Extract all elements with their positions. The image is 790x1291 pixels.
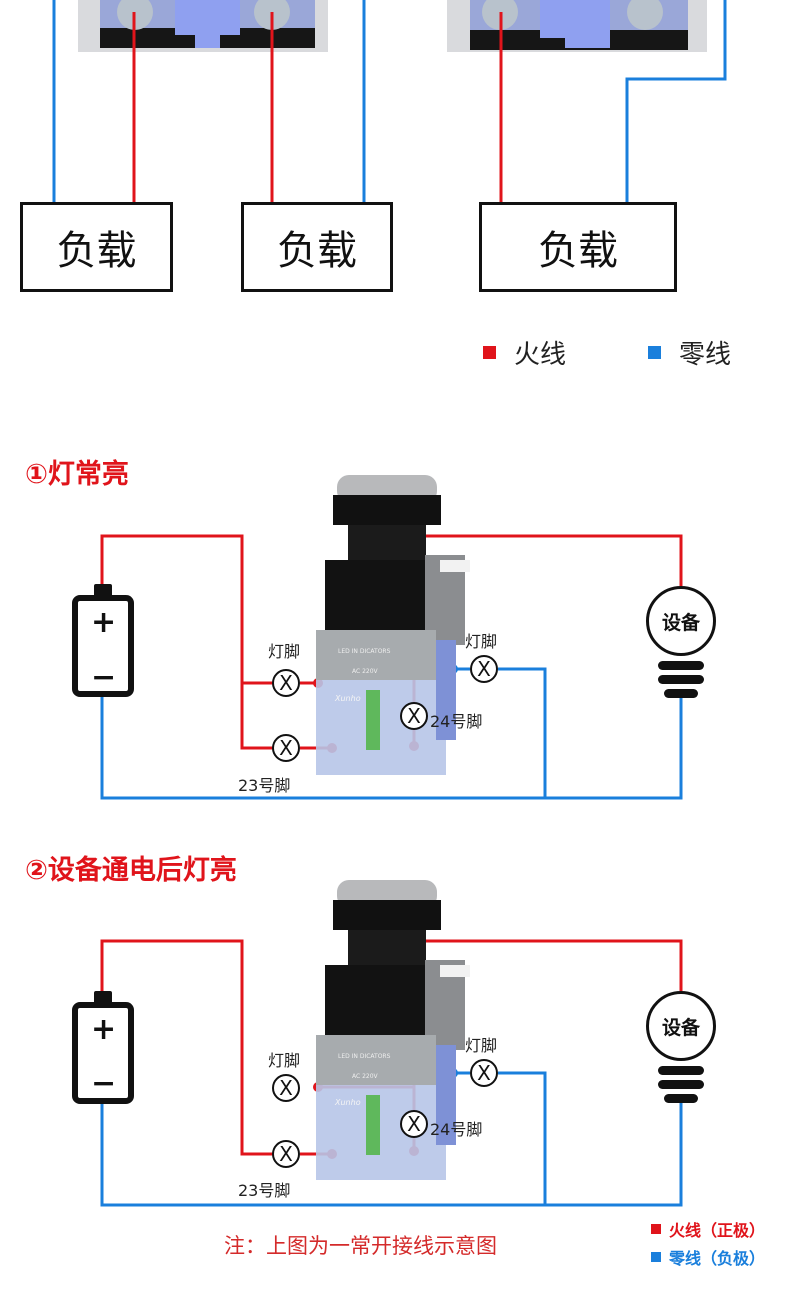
battery-plus-icon: + [91, 1012, 117, 1047]
red-square-icon [483, 346, 496, 359]
battery-minus-icon: − [91, 660, 117, 695]
footer-legend-live: 火线（正极） [651, 1217, 765, 1241]
load-label: 负载 [538, 228, 618, 274]
pin24-x-icon: X [400, 1110, 428, 1138]
pin24-x-icon: X [400, 702, 428, 730]
load-box-2: 负载 [241, 202, 393, 292]
battery-plus-icon: + [91, 605, 117, 640]
bulb-base-bar [658, 661, 704, 670]
load-box-3: 负载 [479, 202, 677, 292]
push-button-switch-1 [316, 475, 470, 775]
footer-legend-neutral: 零线（负极） [651, 1245, 765, 1269]
lamp-pin-left-x-icon: X [272, 1074, 300, 1102]
bulb-base-bar [664, 1094, 698, 1103]
diagram1-title: ①灯常亮 [25, 459, 129, 490]
battery-icon-2 [72, 991, 134, 1104]
pin24-label: 24号脚 [430, 1120, 483, 1139]
device-label: 设备 [661, 1016, 700, 1039]
lamp-pin-left-x-icon: X [272, 669, 300, 697]
device-label: 设备 [661, 611, 700, 634]
lamp-pin-right-x-icon: X [470, 1059, 498, 1087]
pin23-x-icon: X [272, 1140, 300, 1168]
device-bulb-icon: 设备 [646, 586, 716, 656]
legend-neutral-wire: 零线 [648, 334, 731, 371]
blue-square-icon [648, 346, 661, 359]
bulb-base-bar [658, 1066, 704, 1075]
device-bulb-icon: 设备 [646, 991, 716, 1061]
bulb-base-bar [664, 689, 698, 698]
pin23-label: 23号脚 [238, 1181, 291, 1200]
legend-label: 零线 [679, 340, 732, 370]
pin23-label: 23号脚 [238, 776, 291, 795]
footer-note: 注：上图为一常开接线示意图 [224, 1234, 497, 1258]
lamp-pin-right-x-icon: X [470, 655, 498, 683]
bulb-base-bar [658, 1080, 704, 1089]
bulb-base-bar [658, 675, 704, 684]
module-voltage: AC 220V [352, 1073, 378, 1080]
diagram2-title: ②设备通电后灯亮 [25, 855, 237, 886]
module-text: LED IN DICATORS [338, 648, 391, 655]
pin24-label: 24号脚 [430, 712, 483, 731]
load-label: 负载 [277, 228, 357, 274]
module-text: LED IN DICATORS [338, 1053, 391, 1060]
top-neutral-wire-3 [625, 0, 727, 203]
battery-icon-1 [72, 584, 134, 697]
legend-label: 火线（正极） [669, 1221, 766, 1240]
lamp-pin-right-label: 灯脚 [465, 632, 498, 651]
module-voltage: AC 220V [352, 668, 378, 675]
legend-label: 零线（负极） [669, 1249, 766, 1268]
load-box-1: 负载 [20, 202, 173, 292]
lamp-pin-left-label: 灯脚 [268, 642, 301, 661]
module-brand: Xunho [335, 694, 361, 703]
switch-contact-block-right [447, 0, 707, 52]
lamp-pin-left-label: 灯脚 [268, 1051, 301, 1070]
red-square-icon [651, 1224, 661, 1234]
legend-label: 火线 [514, 340, 567, 370]
battery-minus-icon: − [91, 1066, 117, 1101]
load-label: 负载 [56, 228, 137, 274]
blue-square-icon [651, 1252, 661, 1262]
module-brand: Xunho [335, 1098, 361, 1107]
lamp-pin-right-label: 灯脚 [465, 1036, 498, 1055]
legend-live-wire: 火线 [483, 334, 566, 371]
switch-contact-block-left [78, 0, 328, 52]
pin23-x-icon: X [272, 734, 300, 762]
